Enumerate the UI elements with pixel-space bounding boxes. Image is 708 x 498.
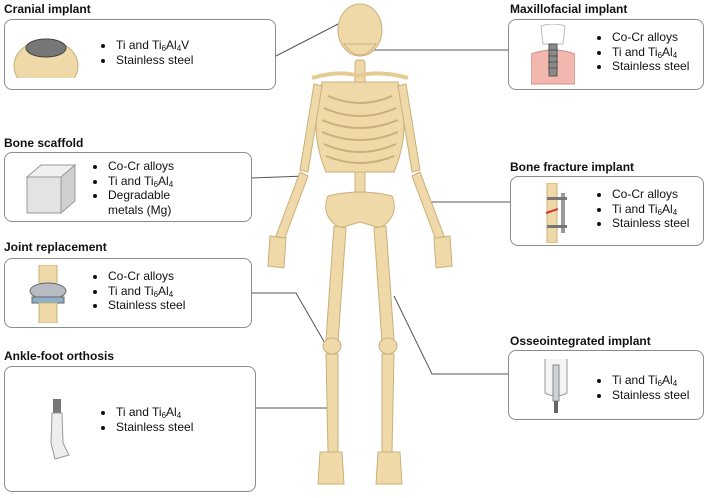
right-femur xyxy=(373,225,395,343)
jaw xyxy=(343,43,377,56)
ankle-title: Ankle-foot orthosis xyxy=(4,349,114,363)
leader-osseo xyxy=(393,295,508,375)
osseo-materials: Ti and Ti6Al4 Stainless steel xyxy=(597,373,689,402)
material-item: Stainless steel xyxy=(115,420,193,435)
bone-scaffold-panel: Co-Cr alloys Ti and Ti6Al4 Degradable me… xyxy=(4,152,252,222)
material-item: Co-Cr alloys xyxy=(611,30,689,45)
right-upper-arm xyxy=(397,83,421,173)
right-hand xyxy=(433,235,453,269)
material-item: Degradable metals (Mg) xyxy=(107,188,178,217)
leader-cranial xyxy=(275,21,343,57)
material-item: Ti and Ti6Al4 xyxy=(611,45,689,60)
bone-scaffold-materials: Co-Cr alloys Ti and Ti6Al4 Degradable me… xyxy=(93,159,257,217)
clavicles xyxy=(311,71,409,80)
material-item: Ti and Ti6Al4V xyxy=(115,38,193,53)
cranial-materials: Ti and Ti6Al4V Stainless steel xyxy=(101,38,193,67)
ankle-materials: Ti and Ti6Al4 Stainless steel xyxy=(101,405,193,434)
right-knee xyxy=(378,337,398,355)
fracture-title: Bone fracture implant xyxy=(510,160,635,174)
bone-scaffold-title: Bone scaffold xyxy=(4,136,84,150)
joint-materials: Co-Cr alloys Ti and Ti6Al4 Stainless ste… xyxy=(93,269,185,313)
knee-implant-icon xyxy=(29,265,67,323)
pelvis xyxy=(325,191,395,229)
left-hand xyxy=(267,235,287,269)
cranial-panel: Ti and Ti6Al4V Stainless steel xyxy=(4,19,276,90)
leader-bone-scaffold xyxy=(251,175,307,179)
osseo-title: Osseointegrated implant xyxy=(510,334,651,348)
left-femur xyxy=(325,225,347,343)
material-item: Stainless steel xyxy=(107,298,185,313)
joint-panel: Co-Cr alloys Ti and Ti6Al4 Stainless ste… xyxy=(4,258,252,328)
material-item: Ti and Ti6Al4 xyxy=(611,202,689,217)
material-item: Ti and Ti6Al4 xyxy=(611,373,689,388)
left-forearm xyxy=(275,171,309,241)
material-item: Co-Cr alloys xyxy=(611,187,689,202)
fracture-plate-icon xyxy=(545,183,567,243)
scaffold-cube-icon xyxy=(25,163,77,215)
left-upper-arm xyxy=(299,83,323,173)
joint-title: Joint replacement xyxy=(4,240,107,254)
osseointegrated-implant-icon xyxy=(544,359,568,413)
cranial-implant-icon xyxy=(13,38,79,78)
material-item: Stainless steel xyxy=(611,59,689,74)
fracture-panel: Co-Cr alloys Ti and Ti6Al4 Stainless ste… xyxy=(510,176,704,246)
leader-joint xyxy=(252,292,327,346)
skull xyxy=(337,3,383,57)
material-item: Stainless steel xyxy=(115,53,193,68)
left-knee xyxy=(322,337,342,355)
right-forearm xyxy=(411,171,445,241)
material-item: Co-Cr alloys xyxy=(107,269,185,284)
right-foot xyxy=(375,451,403,485)
cranial-title: Cranial implant xyxy=(4,2,91,16)
material-item: Stainless steel xyxy=(611,388,689,403)
right-tibia xyxy=(381,353,395,453)
maxillofacial-title: Maxillofacial implant xyxy=(510,2,628,16)
ankle-panel: Ti and Ti6Al4 Stainless steel xyxy=(4,366,256,492)
dental-implant-icon xyxy=(531,24,575,85)
material-item: Ti and Ti6Al4 xyxy=(115,405,193,420)
material-item: Co-Cr alloys xyxy=(107,159,257,174)
material-item: Ti and Ti6Al4 xyxy=(107,284,185,299)
osseo-panel: Ti and Ti6Al4 Stainless steel xyxy=(508,350,704,420)
left-foot xyxy=(317,451,345,485)
ankle-orthosis-icon xyxy=(50,399,70,460)
material-item: Stainless steel xyxy=(611,216,689,231)
left-tibia xyxy=(325,353,339,453)
fracture-materials: Co-Cr alloys Ti and Ti6Al4 Stainless ste… xyxy=(597,187,689,231)
maxillofacial-panel: Co-Cr alloys Ti and Ti6Al4 Stainless ste… xyxy=(508,19,704,90)
material-item: Ti and Ti6Al4 xyxy=(107,174,257,189)
maxillofacial-materials: Co-Cr alloys Ti and Ti6Al4 Stainless ste… xyxy=(597,30,689,74)
